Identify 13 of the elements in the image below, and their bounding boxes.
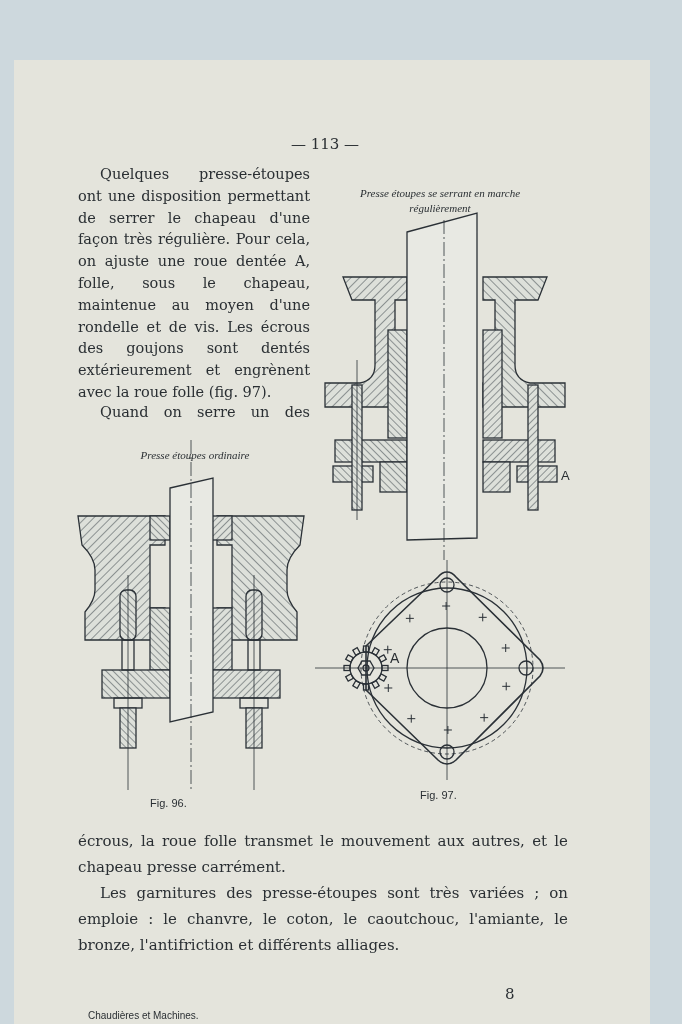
page-number: — 113 —	[289, 135, 361, 153]
signature-mark: 8	[505, 985, 516, 1003]
figure-caption: Fig. 97.	[420, 789, 458, 801]
body-paragraph: Quelques presse-étoupes ont une disposition permettant de serrer le chapeau d'une façon très régulière. Pour cela, on ajuste une roue dentée A, folle, sous le chapeau, maintenue au moyen d'une rondelle et de vis. Les écrous des goujons sont dentés extérieurement et engrènent avec la roue folle (fig. 97).	[78, 165, 310, 402]
figure-caption: Fig. 96.	[150, 797, 188, 809]
part-letter: A	[561, 468, 571, 483]
figure-title: Presse étoupes se serrant en marche régulièrement	[358, 186, 522, 216]
running-footer: Chaudières et Machines.	[88, 1010, 268, 1021]
part-letter: A	[390, 650, 401, 666]
body-paragraph: écrous, la roue folle transmet le mouvement aux autres, et le chapeau presse carrément.	[78, 831, 568, 878]
body-paragraph: Quand on serre un des	[99, 403, 310, 422]
body-paragraph: Les garnitures des presse-étoupes sont très variées ; on emploie : le chanvre, le coton, le caoutchouc, l'amiante, le bronze, l'antifriction et différents alliages.	[78, 883, 568, 956]
figure-title: Presse étoupes ordinaire	[139, 449, 251, 461]
